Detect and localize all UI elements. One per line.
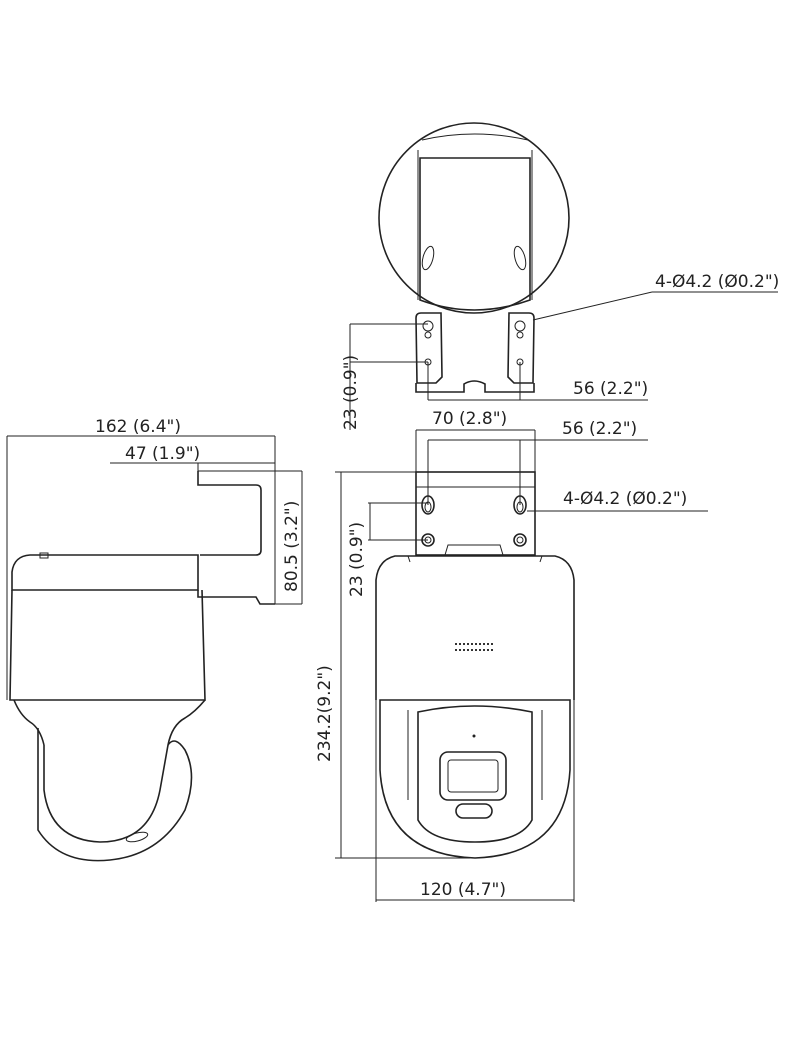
dim-label-120: 120 (4.7") — [420, 880, 506, 900]
dim-label-47: 47 (1.9") — [125, 444, 200, 464]
dim-label-162: 162 (6.4") — [95, 417, 181, 437]
top-view: 23 (0.9") 56 (2.2") 4-Ø4.2 (Ø0.2") — [341, 122, 779, 430]
dim-label-23-top: 23 (0.9") — [341, 355, 361, 430]
dim-label-234-2: 234.2(9.2") — [315, 665, 335, 762]
side-bracket — [197, 471, 275, 605]
callout-label-holes-front: 4-Ø4.2 (Ø0.2") — [563, 489, 687, 509]
front-bracket — [415, 471, 536, 556]
top-bracket — [415, 312, 535, 393]
front-view: 70 (2.8") 56 (2.2") 4-Ø4.2 (Ø0.2") 23 (0… — [315, 409, 708, 902]
dim-23-top: 23 (0.9") — [341, 323, 428, 430]
dim-80-5: 80.5 (3.2") — [198, 470, 303, 605]
dim-70: 70 (2.8") — [415, 409, 536, 472]
dim-label-56-front: 56 (2.2") — [562, 419, 637, 439]
dim-56-top: 56 (2.2") — [427, 362, 648, 401]
dim-label-23-front: 23 (0.9") — [347, 522, 367, 597]
dim-120: 120 (4.7") — [375, 700, 575, 902]
side-view: 162 (6.4") 47 (1.9") 80.5 (3.2") — [6, 417, 303, 862]
speaker-grille — [455, 643, 495, 651]
side-housing — [9, 552, 206, 862]
dim-label-56-top: 56 (2.2") — [573, 379, 648, 399]
dim-234-2: 234.2(9.2") — [315, 471, 470, 859]
callout-holes-top: 4-Ø4.2 (Ø0.2") — [532, 272, 779, 321]
front-housing — [375, 555, 575, 859]
callout-holes-front: 4-Ø4.2 (Ø0.2") — [527, 489, 708, 512]
dim-162: 162 (6.4") — [6, 417, 276, 700]
dim-47: 47 (1.9") — [110, 444, 275, 485]
dim-56-front: 56 (2.2") — [427, 419, 648, 505]
dim-label-80-5: 80.5 (3.2") — [282, 501, 302, 592]
callout-label-holes-top: 4-Ø4.2 (Ø0.2") — [655, 272, 779, 292]
lens-window — [439, 751, 507, 801]
dim-23-front: 23 (0.9") — [347, 502, 428, 597]
dome-outline — [378, 122, 570, 314]
dim-label-70: 70 (2.8") — [432, 409, 507, 429]
ir-led — [455, 803, 493, 819]
